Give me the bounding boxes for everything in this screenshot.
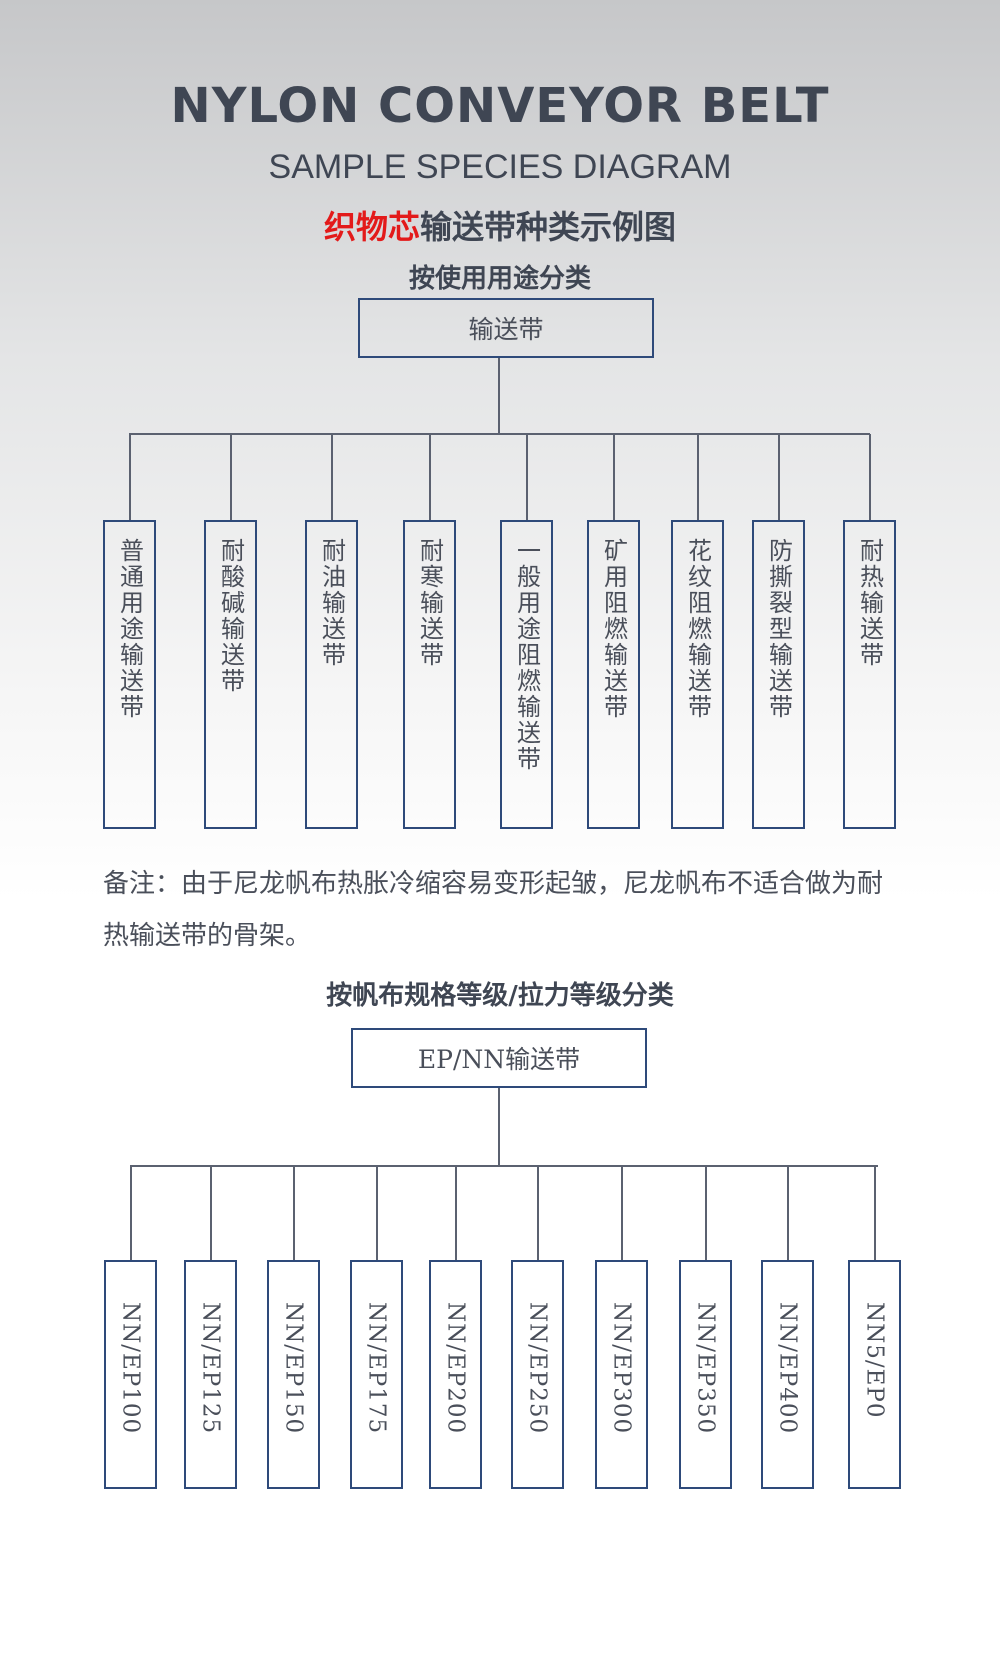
grade-leaf-connector	[292, 1166, 295, 1260]
chinese-title-red: 织物芯	[323, 208, 420, 246]
usage-leaf-label: 耐热输送带	[855, 538, 884, 668]
usage-leaf-connector	[229, 434, 232, 520]
usage-leaf-box: 耐热输送带	[843, 520, 896, 829]
usage-leaf-label: 花纹阻燃输送带	[683, 538, 712, 720]
usage-leaf-connector	[428, 434, 431, 520]
grade-leaf-connector	[536, 1166, 539, 1260]
grade-leaf-box: NN/EP150	[267, 1260, 320, 1489]
usage-section-heading: 按使用用途分类	[408, 264, 591, 294]
grade-leaf-label: NN5/EP0	[861, 1302, 888, 1419]
grade-leaf-label: NN/EP350	[692, 1302, 719, 1435]
usage-leaf-label: 一般用途阻燃输送带	[512, 538, 541, 772]
grade-leaf-connector	[375, 1166, 378, 1260]
grade-leaf-connector	[454, 1166, 457, 1260]
grade-leaf-label: NN/EP175	[363, 1302, 390, 1435]
grade-leaf-box: NN/EP250	[511, 1260, 564, 1489]
usage-root-box: 输送带	[358, 298, 654, 358]
usage-leaf-label: 耐寒输送带	[415, 538, 444, 668]
chinese-title-rest: 输送带种类示例图	[420, 208, 677, 246]
usage-leaf-label: 矿用阻燃输送带	[599, 538, 628, 720]
grade-root-box: EP/NN输送带	[351, 1028, 647, 1088]
usage-leaf-connector	[696, 434, 699, 520]
grade-leaf-box: NN/EP100	[104, 1260, 157, 1489]
usage-leaf-box: 耐油输送带	[305, 520, 358, 829]
grade-leaf-label: NN/EP250	[524, 1302, 551, 1435]
usage-leaf-box: 耐酸碱输送带	[204, 520, 257, 829]
grade-trunk-line	[498, 1088, 500, 1166]
grade-leaf-label: NN/EP200	[442, 1302, 469, 1435]
usage-leaf-box: 普通用途输送带	[103, 520, 156, 829]
grade-leaf-box: NN/EP300	[595, 1260, 648, 1489]
usage-leaf-box: 防撕裂型输送带	[752, 520, 805, 829]
note-text: 备注：由于尼龙帆布热胀冷缩容易变形起皱，尼龙帆布不适合做为耐热输送带的骨架。	[103, 869, 884, 951]
main-title: NYLON CONVEYOR BELT	[170, 78, 830, 134]
chinese-title: 织物芯输送带种类示例图	[0, 202, 1000, 248]
grade-leaf-box: NN/EP175	[350, 1260, 403, 1489]
grade-leaf-box: NN/EP400	[761, 1260, 814, 1489]
usage-leaf-box: 一般用途阻燃输送带	[500, 520, 553, 829]
usage-leaf-label: 耐酸碱输送带	[216, 538, 245, 694]
usage-leaf-box: 矿用阻燃输送带	[587, 520, 640, 829]
grade-leaf-box: NN/EP350	[679, 1260, 732, 1489]
grade-leaf-box: NN/EP125	[184, 1260, 237, 1489]
usage-leaf-label: 耐油输送带	[317, 538, 346, 668]
grade-leaf-connector	[129, 1166, 132, 1260]
usage-leaf-connector	[128, 434, 131, 520]
usage-leaf-connector	[868, 434, 871, 520]
usage-leaf-connector	[330, 434, 333, 520]
usage-leaf-connector	[525, 434, 528, 520]
grade-leaf-box: NN5/EP0	[848, 1260, 901, 1489]
usage-leaf-connector	[777, 434, 780, 520]
usage-branch-line	[129, 433, 870, 435]
usage-leaf-box: 花纹阻燃输送带	[671, 520, 724, 829]
usage-trunk-line	[498, 358, 500, 434]
grade-leaf-label: NN/EP125	[197, 1302, 224, 1435]
grade-leaf-connector	[873, 1166, 876, 1260]
usage-leaf-label: 防撕裂型输送带	[764, 538, 793, 720]
usage-leaf-connector	[612, 434, 615, 520]
grade-leaf-connector	[786, 1166, 789, 1260]
subtitle: SAMPLE SPECIES DIAGRAM	[268, 148, 732, 186]
grade-leaf-label: NN/EP300	[608, 1302, 635, 1435]
usage-leaf-label: 普通用途输送带	[115, 538, 144, 720]
grade-leaf-connector	[209, 1166, 212, 1260]
grade-leaf-label: NN/EP400	[774, 1302, 801, 1435]
grade-leaf-connector	[704, 1166, 707, 1260]
grade-leaf-label: NN/EP100	[117, 1302, 144, 1435]
grade-leaf-label: NN/EP150	[280, 1302, 307, 1435]
grade-branch-line	[130, 1165, 878, 1167]
grade-section-heading: 按帆布规格等级/拉力等级分类	[326, 981, 674, 1011]
usage-leaf-box: 耐寒输送带	[403, 520, 456, 829]
grade-leaf-box: NN/EP200	[429, 1260, 482, 1489]
grade-leaf-connector	[620, 1166, 623, 1260]
